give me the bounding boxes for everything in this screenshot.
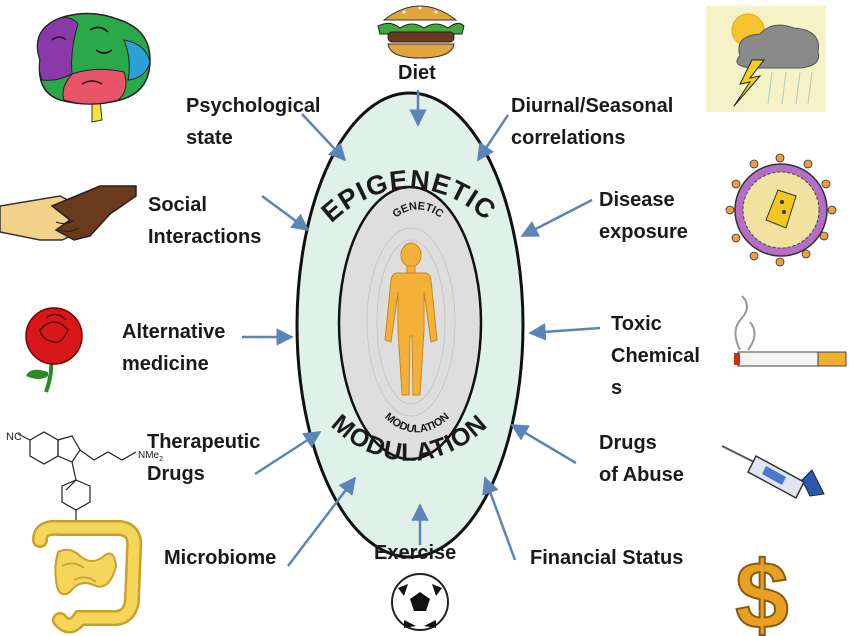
molecule-cyano-label: NC <box>6 431 22 443</box>
cigarette-icon <box>734 295 847 367</box>
label-microbiome: Microbiome <box>164 547 277 569</box>
body-aura <box>366 227 456 417</box>
arrow-toxic <box>528 323 601 341</box>
syringe-icon <box>721 445 825 500</box>
label-financial-status: Financial Status <box>530 547 684 569</box>
arrow-psychological <box>301 113 347 162</box>
soccer-ball-icon <box>391 573 449 631</box>
label-exercise: Exercise <box>374 542 457 564</box>
brain-icon <box>36 12 151 123</box>
weather-icon <box>706 6 826 112</box>
molecule-amine-label: NMe2 <box>138 450 163 463</box>
intestine-icon <box>32 519 143 634</box>
arrow-abuse <box>510 423 577 465</box>
molecule-icon <box>17 431 137 522</box>
label-diet: Diet <box>398 62 436 84</box>
human-body-icon <box>384 242 438 396</box>
inner-top-label: GENETIC <box>391 200 446 220</box>
arrow-disease <box>520 198 593 238</box>
arrow-microbiome <box>287 476 357 567</box>
handshake-icon <box>0 185 137 241</box>
arrow-therapeutic <box>254 430 322 476</box>
dollar-sign-icon: $ <box>734 541 789 636</box>
virus-icon <box>725 153 837 267</box>
burger-icon <box>377 5 465 59</box>
arrow-financial <box>482 476 517 561</box>
arrow-diurnal <box>476 114 510 162</box>
svg-text:$: $ <box>735 542 788 636</box>
rose-icon <box>25 307 83 393</box>
arrow-social <box>261 194 310 232</box>
